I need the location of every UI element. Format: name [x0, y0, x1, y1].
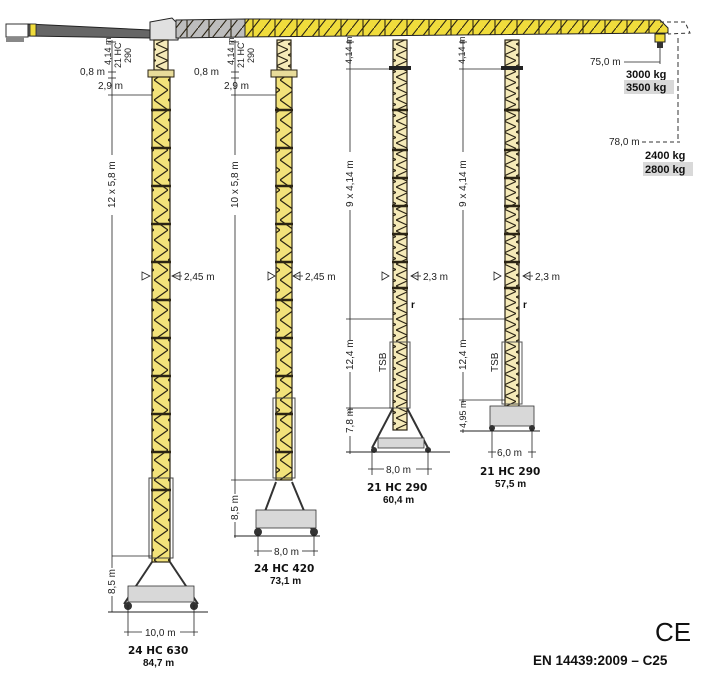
- svg-text:7,8 m: 7,8 m: [345, 408, 356, 433]
- jib: [5, 17, 691, 48]
- base-height-label: 8,5 m: [107, 569, 118, 594]
- svg-text:21 HC: 21 HC: [236, 42, 246, 68]
- svg-text:4,14 m: 4,14 m: [226, 37, 236, 65]
- svg-text:4,14 m: 4,14 m: [457, 36, 467, 64]
- svg-text:9 x 4,14 m: 9 x 4,14 m: [458, 160, 469, 207]
- adapter-label: 2,9 m: [98, 81, 123, 92]
- crane-24hc630[interactable]: [108, 39, 208, 613]
- load-75-standard: 3000 kg: [626, 69, 666, 81]
- svg-text:6,0 m: 6,0 m: [497, 448, 522, 459]
- crane-21hc290-604[interactable]: [346, 39, 450, 453]
- load-75-highlight: [624, 80, 674, 94]
- svg-text:2,45 m: 2,45 m: [305, 272, 336, 283]
- model-title: 24 HC 630: [128, 645, 188, 657]
- standard-label: EN 14439:2009 – C25: [533, 653, 668, 668]
- svg-text:2,9 m: 2,9 m: [224, 81, 249, 92]
- load-78-standard: 2400 kg: [645, 150, 685, 162]
- ring-label: 0,8 m: [80, 67, 105, 78]
- svg-text:4,14 m: 4,14 m: [344, 36, 354, 64]
- svg-text:57,5 m: 57,5 m: [495, 479, 526, 490]
- tsb-section: [501, 341, 523, 405]
- svg-text:0,8 m: 0,8 m: [194, 67, 219, 78]
- svg-text:21 HC 290: 21 HC 290: [367, 482, 427, 494]
- svg-text:4,95 m: 4,95 m: [458, 400, 468, 428]
- svg-text:24 HC 420: 24 HC 420: [254, 563, 314, 575]
- svg-text:8,0 m: 8,0 m: [274, 547, 299, 558]
- crane-21hc290-604-dims: 4,14 m 9 x 4,14 m 2,3 m r TSB 12,4 m 7,8…: [344, 36, 448, 506]
- tsb-section: [389, 341, 411, 409]
- crane-21hc290-575[interactable]: [460, 39, 540, 432]
- counterweight-ballast: [6, 37, 24, 42]
- sections-label: 12 x 5,8 m: [107, 161, 118, 208]
- hook-height: 84,7 m: [143, 658, 174, 669]
- svg-text:73,1 m: 73,1 m: [270, 576, 301, 587]
- base-width-label: 10,0 m: [145, 628, 176, 639]
- svg-text:21 HC: 21 HC: [113, 42, 123, 68]
- hook: [657, 42, 663, 48]
- load-78-highlight: [643, 162, 693, 176]
- svg-text:8,0 m: 8,0 m: [386, 465, 411, 476]
- ce-mark: CE: [655, 617, 691, 647]
- svg-text:9 x 4,14 m: 9 x 4,14 m: [345, 160, 356, 207]
- crane-24hc420-dims: 4,14 m 21 HC 290 0,8 m 2,9 m 10 x 5,8 m …: [194, 37, 336, 587]
- svg-text:12,4 m: 12,4 m: [458, 339, 469, 370]
- base-24hc630: [127, 585, 195, 603]
- base-24hc420: [255, 509, 317, 529]
- reinforced-mark: r: [411, 300, 415, 311]
- counter-jib: [27, 23, 151, 39]
- radius-75-label: 75,0 m: [590, 57, 621, 68]
- counterweight: [5, 23, 29, 38]
- svg-text:8,5 m: 8,5 m: [230, 495, 241, 520]
- svg-text:2,3 m: 2,3 m: [423, 272, 448, 283]
- svg-text:290: 290: [123, 48, 133, 63]
- svg-text:21 HC 290: 21 HC 290: [480, 466, 540, 478]
- mast-width-label: 2,45 m: [184, 272, 215, 283]
- crane-24hc420[interactable]: [234, 39, 320, 537]
- svg-text:TSB: TSB: [490, 352, 501, 372]
- svg-text:60,4 m: 60,4 m: [383, 495, 414, 506]
- svg-text:2,3 m: 2,3 m: [535, 272, 560, 283]
- crane-21hc290-575-dims: 4,14 m 9 x 4,14 m 2,3 m r TSB 12,4 m 4,9…: [457, 36, 560, 490]
- svg-text:290: 290: [246, 48, 256, 63]
- load-75-optional: 3500 kg: [626, 82, 666, 94]
- crane-24hc630-dims: 4,14 m 21 HC 290 0,8 m 2,9 m 12 x 5,8 m …: [80, 37, 215, 669]
- trolley: [654, 33, 666, 43]
- svg-text:r: r: [523, 300, 527, 311]
- jib-loads: 75,0 m 3000 kg 3500 kg 78,0 m 2400 kg 28…: [590, 38, 693, 176]
- svg-text:10 x 5,8 m: 10 x 5,8 m: [230, 161, 241, 208]
- jib-extension: [660, 21, 691, 35]
- tsb-label: TSB: [378, 352, 389, 372]
- base-21hc290-575: [489, 405, 535, 427]
- radius-78-label: 78,0 m: [609, 137, 640, 148]
- base-21hc290-604: [377, 437, 425, 449]
- load-78-optional: 2800 kg: [645, 164, 685, 176]
- svg-text:12,4 m: 12,4 m: [345, 339, 356, 370]
- top-section-label: 4,14 m: [103, 37, 113, 65]
